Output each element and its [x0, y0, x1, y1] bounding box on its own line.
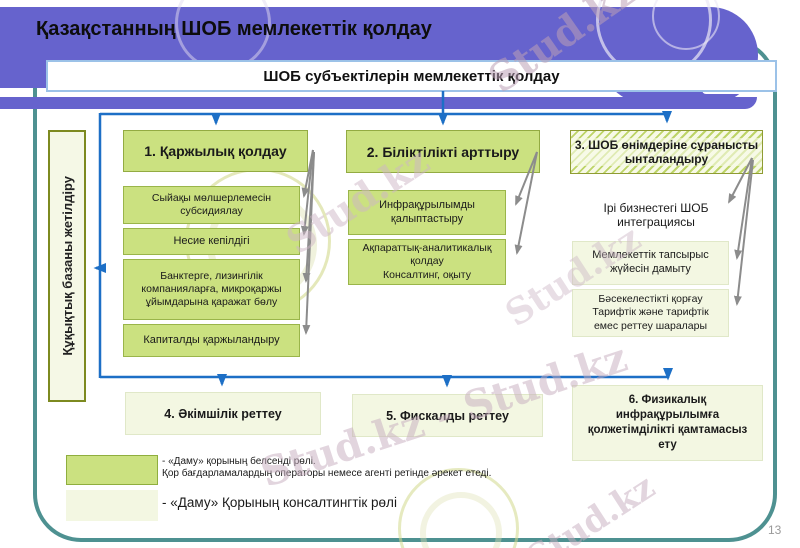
- bottom-box-administrative: 4. Әкімшілік реттеу: [125, 392, 321, 435]
- legal-base-label: Құқықтық базаны жетілдіру: [59, 176, 75, 356]
- legend-swatch-active: [66, 455, 158, 485]
- legend-consulting-text: - «Даму» Қорының консалтингтік рөлі: [162, 495, 397, 510]
- column3-item-state-procurement: Мемлекеттік тапсырыс жүйесін дамыту: [572, 241, 729, 285]
- page-title: Қазақстанның ШОБ мемлекеттік қолдау: [36, 18, 432, 40]
- column1-item-credit-guarantee: Несие кепілдігі: [123, 228, 300, 255]
- title-banner-underband: [0, 97, 757, 109]
- legend-active-line1: - «Даму» қорының белсенді рөлі.: [162, 456, 316, 467]
- bottom-box-physical-infrastructure: 6. Физикалық инфрақұрылымға қолжетімділі…: [572, 385, 763, 461]
- column3-header: 3. ШОБ өнімдеріне сұранысты ынталандыру: [570, 130, 763, 174]
- subtitle-text: ШОБ субъектілерін мемлекеттік қолдау: [263, 67, 560, 85]
- column2-item-infrastructure: Инфрақұрылымды қалыптастыру: [348, 190, 506, 235]
- bottom-box-fiscal: 5. Фискалды реттеу: [352, 394, 543, 437]
- column2-header: 2. Біліктілікті арттыру: [346, 130, 540, 173]
- column1-item-capital-financing: Капиталды қаржыландыру: [123, 324, 300, 357]
- legend-active-line2: Қор бағдарламалардың операторы немесе аг…: [162, 468, 492, 479]
- column3-header-text: 3. ШОБ өнімдеріне сұранысты ынталандыру: [571, 138, 762, 166]
- legend-swatch-consulting: [66, 490, 158, 521]
- column1-item-funds-allocation: Банктерге, лизингілік компанияларға, мик…: [123, 259, 300, 320]
- legal-base-vertical-bar: Құқықтық базаны жетілдіру: [48, 130, 86, 402]
- column3-note-integration: Ірі бизнестегі ШОБ интеграциясы: [603, 201, 709, 229]
- column1-item-subsidy: Сыйақы мөлшерлемесін субсидиялау: [123, 186, 300, 224]
- legend-active-text: - «Даму» қорының белсенді рөлі. Қор бағд…: [162, 456, 662, 480]
- column1-header: 1. Қаржылық қолдау: [123, 130, 308, 172]
- page-number: 13: [768, 523, 782, 537]
- column2-item-consulting: Ақпараттық-аналитикалық қолдау Консалтин…: [348, 239, 506, 285]
- column3-item-competition: Бәсекелестікті қорғау Тарифтік және тари…: [572, 289, 729, 337]
- subtitle-box: ШОБ субъектілерін мемлекеттік қолдау: [46, 60, 777, 92]
